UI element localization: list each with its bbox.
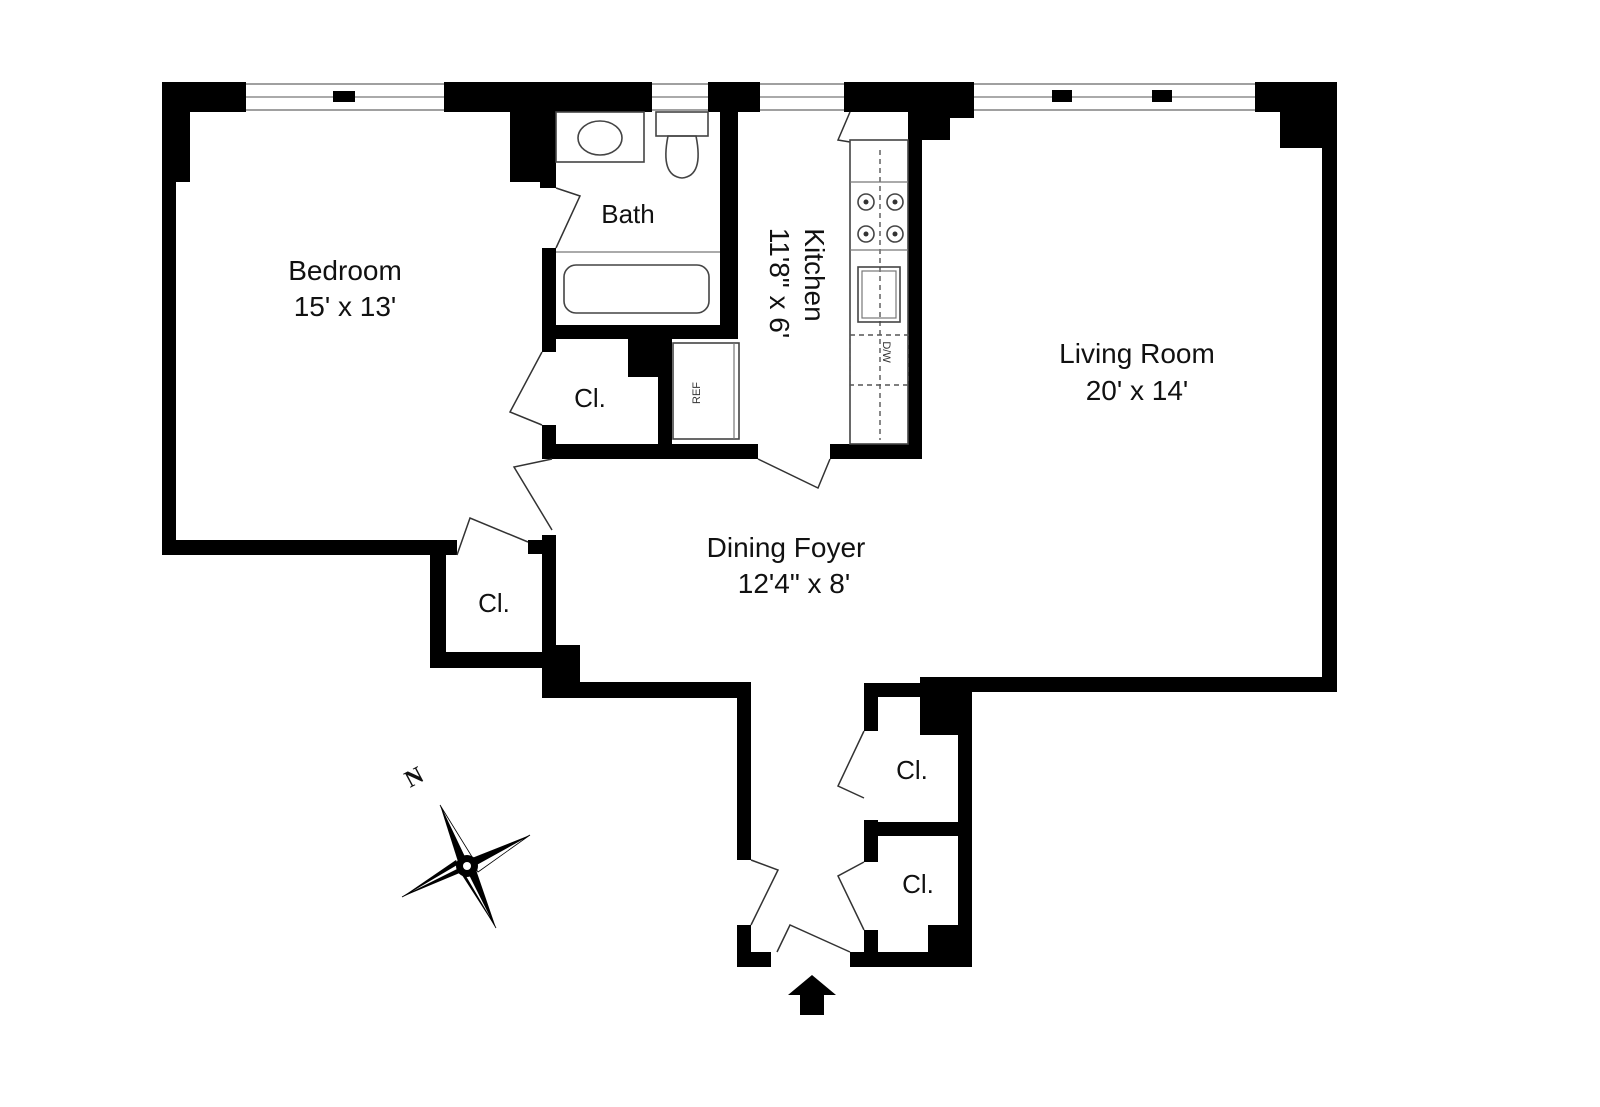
bath-name: Bath <box>601 199 655 229</box>
dishwasher-icon <box>849 334 909 386</box>
door-swings <box>456 111 865 953</box>
north-label: N <box>401 762 429 793</box>
kitchen-sink-icon <box>857 266 901 323</box>
refrigerator-label: REF <box>691 382 703 404</box>
toilet-tank <box>655 111 709 137</box>
bedroom-dimensions: 15' x 13' <box>294 291 397 322</box>
kitchen-fixtures: D/W REF <box>672 139 909 445</box>
entry-arrow-icon <box>788 975 836 1015</box>
dining-foyer-dimensions: 12'4" x 8' <box>738 568 850 599</box>
room-labels: Bedroom 15' x 13' Bath Kitchen 11'8" x 6… <box>288 199 1215 899</box>
stove-icon <box>857 193 904 243</box>
dining-foyer-name: Dining Foyer <box>707 532 866 563</box>
window-mullion <box>333 91 355 102</box>
closet-label-entry-lower: Cl. <box>902 869 934 899</box>
sink-icon <box>577 120 623 156</box>
windows <box>244 83 1258 111</box>
closet-label-bedroom: Cl. <box>574 383 606 413</box>
bedroom-name: Bedroom <box>288 255 402 286</box>
kitchen-name: Kitchen <box>799 228 830 321</box>
vanity <box>555 111 645 163</box>
living-room-name: Living Room <box>1059 338 1215 369</box>
kitchen-dimensions: 11'8" x 6' <box>764 228 795 338</box>
bathtub-icon <box>563 264 710 314</box>
walls <box>162 82 1337 967</box>
kitchen-counter <box>849 139 909 445</box>
closet-label-entry-upper: Cl. <box>896 755 928 785</box>
toilet-icon <box>665 135 699 179</box>
living-room-dimensions: 20' x 14' <box>1086 375 1189 406</box>
dishwasher-label: D/W <box>880 341 892 363</box>
bath-fixtures <box>555 111 720 314</box>
compass-rose-icon: N <box>401 762 531 929</box>
refrigerator-icon <box>672 342 740 440</box>
window-mullion <box>1052 90 1072 102</box>
closet-label-foyer: Cl. <box>478 588 510 618</box>
window-mullion <box>1152 90 1172 102</box>
